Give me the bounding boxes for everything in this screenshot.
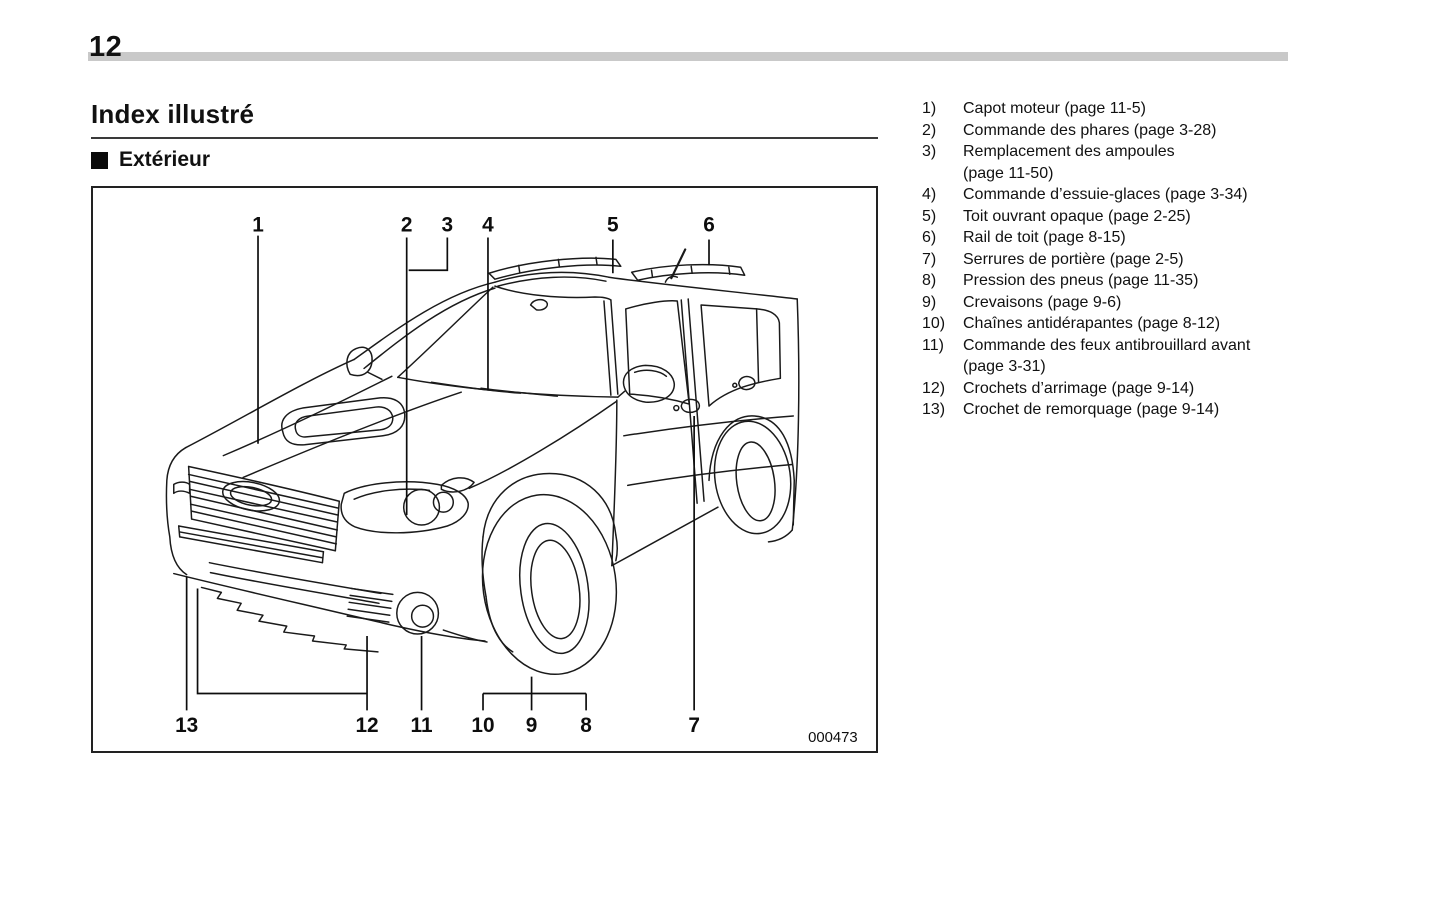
- part-number: 8): [922, 272, 937, 289]
- part-description: Remplacement des ampoules (page 11-50): [963, 143, 1175, 182]
- parts-list-item: 7) Serrures de portière (page 2-5): [922, 249, 1404, 271]
- callout-number: 9: [526, 714, 538, 737]
- callout-number: 4: [482, 214, 494, 237]
- part-number: 6): [922, 229, 937, 246]
- part-description: Serrures de portière (page 2-5): [963, 250, 1184, 268]
- parts-list-item: 6) Rail de toit (page 8-15): [922, 227, 1404, 249]
- callout-number: 3: [442, 214, 454, 237]
- part-description: Rail de toit (page 8-15): [963, 229, 1126, 246]
- part-description: Pression des pneus (page 11-35): [963, 272, 1199, 289]
- page-title-block: Index illustré: [91, 99, 878, 139]
- part-description: Commande des feux antibrouillard avant (…: [963, 336, 1251, 376]
- parts-list-item: 13) Crochet de remorquage (page 9-14): [922, 399, 1404, 421]
- parts-list-item: 12) Crochets d’arrimage (page 9-14): [922, 378, 1404, 400]
- parts-list-item: 11) Commande des feux antibrouillard avan…: [922, 335, 1404, 378]
- header-divider-bar: [88, 52, 1288, 61]
- parts-list-item: 10) Chaînes antidérapantes (page 8-12): [922, 313, 1404, 335]
- section-title: Extérieur: [119, 148, 211, 171]
- parts-list-item: 2) Commande des phares (page 3-28): [922, 120, 1404, 142]
- callout-number: 8: [580, 714, 592, 737]
- part-number: 1): [922, 100, 937, 117]
- part-description: Capot moteur (page 11-5): [963, 100, 1146, 117]
- parts-list-item: 8) Pression des pneus (page 11-35): [922, 270, 1404, 292]
- section-heading: Extérieur: [91, 148, 210, 172]
- part-number: 2): [922, 121, 937, 139]
- callout-number: 10: [471, 714, 494, 737]
- part-description: Toit ouvrant opaque (page 2-25): [963, 207, 1191, 225]
- parts-list-item: 1) Capot moteur (page 11-5): [922, 98, 1404, 120]
- part-description: Commande d’essuie-glaces (page 3-34): [963, 186, 1248, 203]
- car-drawing: [165, 248, 800, 676]
- figure-code: 000473: [808, 730, 858, 746]
- parts-list-item: 9) Crevaisons (page 9-6): [922, 292, 1404, 314]
- callout-leader-lines: [185, 235, 710, 711]
- callout-number: 2: [401, 214, 413, 237]
- parts-list-item: 3) Remplacement des ampoules (page 11-50): [922, 141, 1404, 184]
- part-number: 10): [922, 315, 946, 332]
- page-number: 12: [89, 31, 123, 63]
- callout-number: 11: [411, 714, 433, 737]
- part-number: 13): [922, 401, 946, 418]
- callout-number: 12: [355, 714, 378, 737]
- part-description: Chaînes antidérapantes (page 8-12): [963, 315, 1221, 332]
- part-description: Commande des phares (page 3-28): [963, 121, 1217, 139]
- part-number: 11): [922, 336, 944, 354]
- parts-list-item: 4) Commande d’essuie-glaces (page 3-34): [922, 184, 1404, 206]
- parts-list-item: 5) Toit ouvrant opaque (page 2-25): [922, 206, 1404, 228]
- part-number: 4): [922, 186, 937, 203]
- callout-number: 13: [175, 714, 198, 737]
- part-number: 5): [922, 207, 937, 225]
- section-square-icon: [91, 151, 108, 169]
- callout-number: 5: [607, 214, 619, 237]
- parts-list: 1) Capot moteur (page 11-5) 2) Commande des…: [922, 98, 1404, 421]
- part-description: Crochets d’arrimage (page 9-14): [963, 379, 1195, 397]
- callout-number: 1: [252, 214, 264, 237]
- callout-number: 7: [688, 714, 700, 737]
- part-description: Crevaisons (page 9-6): [963, 293, 1122, 311]
- part-description: Crochet de remorquage (page 9-14): [963, 401, 1220, 418]
- part-number: 9): [922, 293, 937, 311]
- part-number: 12): [922, 379, 946, 397]
- part-number: 7): [922, 250, 937, 268]
- page-title: Index illustré: [91, 99, 255, 129]
- callout-number: 6: [703, 214, 715, 237]
- part-number: 3): [922, 143, 937, 160]
